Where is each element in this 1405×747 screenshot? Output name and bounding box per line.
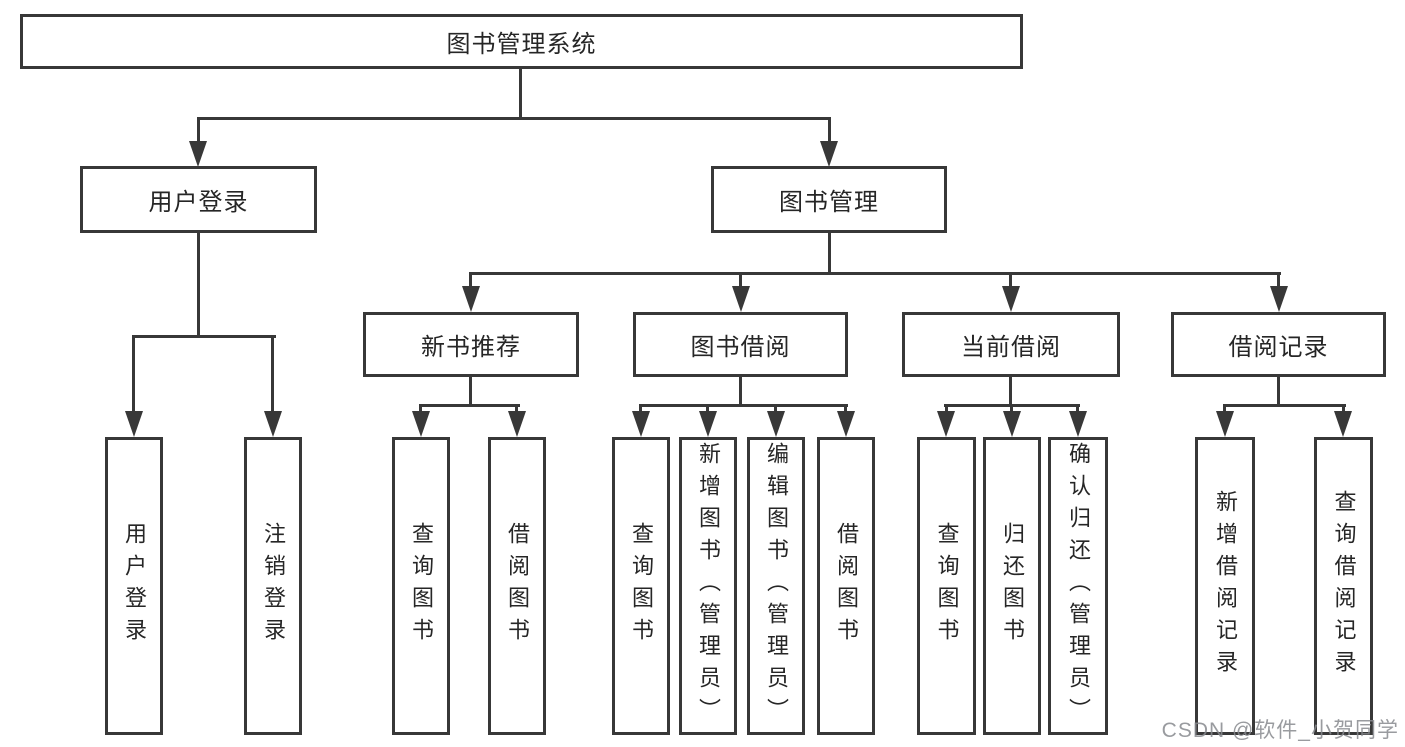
leaf-label: 用户登录	[122, 522, 147, 650]
leaf-borrow-books-recommendation: 借阅图书	[488, 437, 546, 735]
connector-line	[944, 404, 1080, 407]
leaf-query-books-recommendation: 查询图书	[392, 437, 450, 735]
arrowhead-down-icon	[732, 286, 750, 312]
connector-line	[419, 404, 520, 407]
connector-line	[271, 338, 274, 411]
leaf-label: 查询图书	[629, 522, 654, 650]
leaf-query-books-borrowing: 查询图书	[612, 437, 670, 735]
node-current-borrowing: 当前借阅	[902, 312, 1120, 377]
leaf-label: 确认归还（管理员）	[1066, 442, 1091, 730]
arrowhead-down-icon	[462, 286, 480, 312]
connector-line	[739, 275, 742, 288]
leaf-return-books: 归还图书	[983, 437, 1041, 735]
arrowhead-down-icon	[189, 141, 207, 167]
connector-line	[1010, 407, 1013, 413]
connector-line	[469, 275, 472, 288]
arrowhead-down-icon	[125, 411, 143, 437]
node-label: 借阅记录	[1228, 334, 1329, 361]
arrowhead-down-icon	[412, 411, 430, 437]
connector-line	[706, 407, 709, 413]
leaf-query-books-current: 查询图书	[917, 437, 976, 735]
leaf-add-borrow-record: 新增借阅记录	[1195, 437, 1255, 735]
connector-line	[739, 377, 742, 406]
leaf-edit-books-admin: 编辑图书（管理员）	[747, 437, 805, 735]
arrowhead-down-icon	[1002, 286, 1020, 312]
node-new-book-recommendation: 新书推荐	[363, 312, 579, 377]
leaf-add-books-admin: 新增图书（管理员）	[679, 437, 737, 735]
connector-line	[197, 233, 200, 337]
node-label: 图书借阅	[690, 334, 791, 361]
leaf-query-borrow-record: 查询借阅记录	[1314, 437, 1373, 735]
node-label: 图书管理系统	[446, 31, 597, 58]
connector-line	[1277, 377, 1280, 406]
node-label: 当前借阅	[961, 334, 1061, 361]
connector-line	[197, 120, 200, 144]
connector-line	[945, 407, 948, 413]
node-library-management-system: 图书管理系统	[20, 14, 1023, 69]
leaf-label: 归还图书	[1000, 522, 1025, 650]
connector-line	[844, 407, 847, 413]
connector-line	[828, 233, 831, 274]
node-label: 新书推荐	[421, 334, 521, 361]
connector-line	[132, 338, 135, 411]
leaf-label: 查询图书	[409, 522, 434, 650]
node-label: 用户登录	[148, 189, 249, 216]
node-book-management: 图书管理	[711, 166, 947, 233]
connector-line	[1223, 404, 1346, 407]
connector-line	[1009, 377, 1012, 406]
leaf-label: 注销登录	[261, 522, 286, 650]
leaf-label: 借阅图书	[834, 522, 859, 650]
connector-line	[1009, 275, 1012, 288]
arrowhead-down-icon	[1003, 411, 1021, 437]
arrowhead-down-icon	[767, 411, 785, 437]
arrowhead-down-icon	[264, 411, 282, 437]
connector-line	[1342, 407, 1345, 413]
arrowhead-down-icon	[508, 411, 526, 437]
leaf-user-login: 用户登录	[105, 437, 163, 735]
leaf-label: 借阅图书	[505, 522, 530, 650]
connector-line	[469, 272, 1281, 275]
connector-line	[419, 407, 422, 413]
arrowhead-down-icon	[837, 411, 855, 437]
arrowhead-down-icon	[1270, 286, 1288, 312]
connector-line	[639, 407, 642, 413]
arrowhead-down-icon	[1216, 411, 1234, 437]
node-label: 图书管理	[779, 189, 879, 216]
leaf-label: 查询借阅记录	[1331, 490, 1357, 682]
connector-line	[774, 407, 777, 413]
connector-line	[515, 407, 518, 413]
watermark: CSDN @软件_小贺同学	[1161, 719, 1399, 742]
arrowhead-down-icon	[1069, 411, 1087, 437]
connector-line	[519, 69, 522, 118]
leaf-label: 查询图书	[934, 522, 960, 650]
leaf-confirm-return-admin: 确认归还（管理员）	[1048, 437, 1108, 735]
connector-line	[132, 335, 276, 338]
arrowhead-down-icon	[937, 411, 955, 437]
leaf-borrow-books: 借阅图书	[817, 437, 875, 735]
connector-line	[639, 404, 848, 407]
node-borrowing-records: 借阅记录	[1171, 312, 1386, 377]
connector-line	[828, 120, 831, 144]
connector-line	[197, 117, 831, 120]
node-user-login: 用户登录	[80, 166, 317, 233]
connector-line	[1223, 407, 1226, 413]
arrowhead-down-icon	[1334, 411, 1352, 437]
connector-line	[1277, 275, 1280, 288]
connector-line	[1076, 407, 1079, 413]
leaf-logout: 注销登录	[244, 437, 302, 735]
leaf-label: 新增图书（管理员）	[696, 442, 721, 730]
connector-line	[469, 377, 472, 406]
node-book-borrowing: 图书借阅	[633, 312, 848, 377]
arrowhead-down-icon	[632, 411, 650, 437]
arrowhead-down-icon	[820, 141, 838, 167]
leaf-label: 新增借阅记录	[1213, 490, 1238, 682]
arrowhead-down-icon	[699, 411, 717, 437]
leaf-label: 编辑图书（管理员）	[764, 442, 789, 730]
